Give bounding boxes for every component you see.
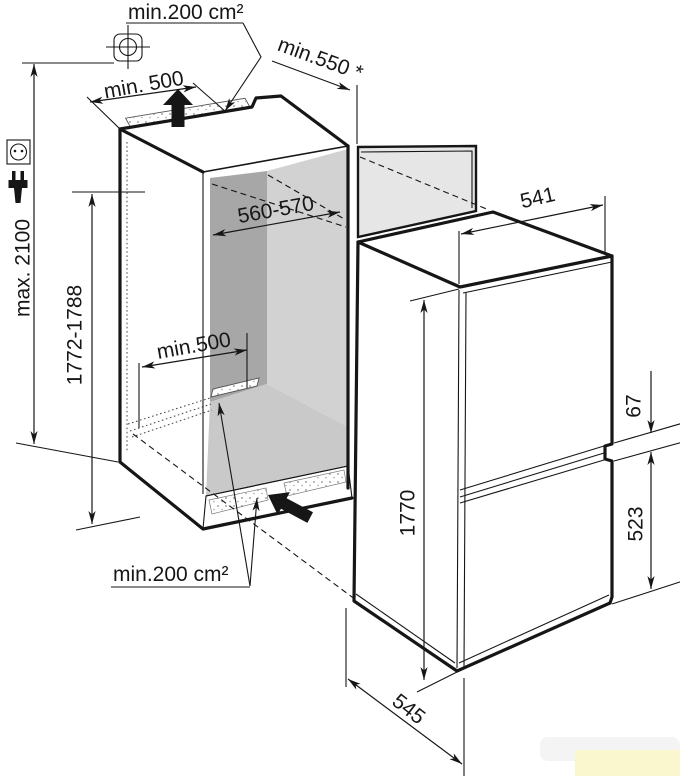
niche-top-front-edge (118, 94, 350, 148)
appliance-front-face (457, 256, 612, 671)
side-bottom-edge (355, 593, 456, 664)
power-outlet-icon (6, 139, 31, 165)
appliance-left-bottom-outline (352, 240, 612, 673)
label-appliance-depth: 545 (388, 689, 430, 729)
label-ceiling-height: max. 2100 (12, 219, 35, 317)
niche-top-left-edge (118, 127, 205, 174)
door-gap-line-2 (459, 452, 605, 498)
dim-freezer-height: 523 (611, 452, 680, 605)
dim-bottom-vent: min.200 cm² (111, 402, 260, 588)
label-freezer-height: 523 (625, 506, 648, 541)
dim-ceiling-height: max. 2100 (12, 62, 119, 463)
niche-interior-floor (206, 384, 348, 496)
dim-niche-height: 1772-1788 (64, 191, 145, 531)
niche-cabinet (118, 94, 354, 531)
door-gap-line-3 (459, 459, 605, 504)
niche-left-panel (120, 129, 203, 529)
hidden-vent-band (127, 397, 213, 438)
appliance (352, 210, 614, 673)
fastener-icon (106, 25, 150, 69)
label-top-vent: min.200 cm² (128, 1, 244, 24)
label-depth-note: min.550 * (275, 33, 366, 85)
airflow-in-arrow (268, 492, 313, 523)
door-left-edge-1 (456, 289, 460, 669)
door-top-edge (462, 261, 613, 294)
door-left-edge-2 (463, 292, 467, 669)
label-door-gap: 67 (623, 394, 646, 417)
plinth-vent-hatch-right (283, 469, 347, 497)
label-bottom-vent: min.200 cm² (113, 563, 229, 586)
label-niche-height: 1772-1788 (64, 285, 87, 385)
appliance-side-face (354, 242, 460, 671)
door-bottom-edge (458, 594, 610, 664)
label-appliance-width: 541 (518, 183, 557, 213)
dim-top-vent: min.200 cm² (126, 1, 262, 112)
plinth-vent-hatch-left (208, 487, 269, 515)
appliance-right-edge (603, 254, 614, 605)
power-plug-icon (8, 171, 28, 203)
door-gap-line-1 (459, 445, 605, 491)
dim-door-gap: 67 (613, 371, 680, 462)
plinth-top-edge (205, 465, 349, 497)
niche-interior-rear-wall (267, 149, 348, 427)
niche-opening-top-edge (202, 145, 349, 173)
label-appliance-height: 1770 (397, 490, 420, 537)
niche-top-face (120, 96, 348, 172)
watermark (540, 737, 680, 776)
